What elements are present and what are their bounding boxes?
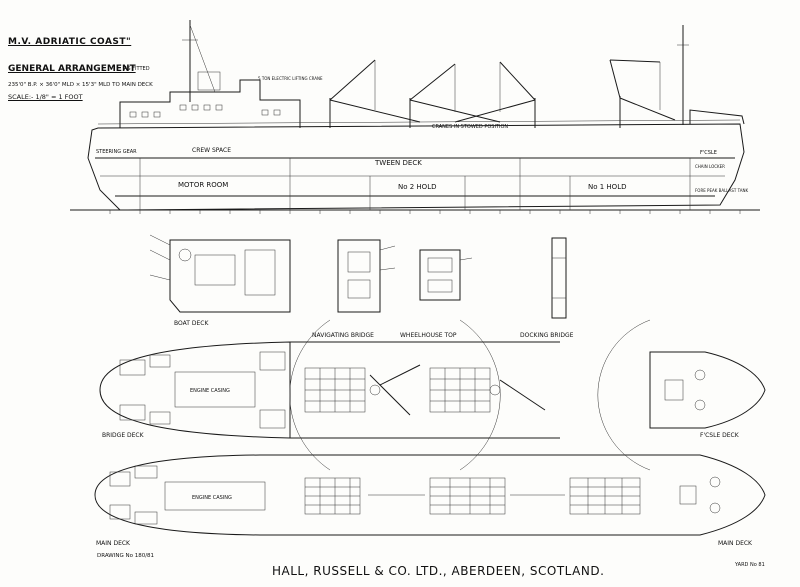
drawing-number: DRAWING No 180/81 [97, 553, 154, 559]
title-navigating-bridge: NAVIGATING BRIDGE [312, 332, 374, 339]
navigating-bridge-plan: NAVIGATING BRIDGE [312, 239, 396, 339]
title-foscle-deck: F'CSLE DECK [700, 432, 740, 439]
label-tween-deck: TWEEN DECK [374, 159, 422, 167]
title-boat-deck: BOAT DECK [174, 320, 209, 327]
builder-name: HALL, RUSSELL & CO. LTD., ABERDEEN, SCOT… [272, 564, 604, 578]
label-no1-hold: No 1 HOLD [588, 183, 627, 191]
docking-bridge-plan: DOCKING BRIDGE [520, 237, 574, 339]
bridge-deck-plan: ENGINE CASING BRIDGE DECK [99, 319, 560, 471]
wheelhouse-top-plan: WHEELHOUSE TOP [400, 249, 473, 339]
title-wheelhouse-top: WHEELHOUSE TOP [400, 332, 457, 339]
ship-profile: STEERING GEAR CREW SPACE TWEEN DECK MOTO… [70, 20, 760, 214]
title-main-deck-right: MAIN DECK [718, 540, 753, 547]
yard-number: YARD No 81 [734, 562, 765, 568]
drawing-title: GENERAL ARRANGEMENT [8, 64, 136, 74]
label-fore-peak: FORE PEAK BALLAST TANK [695, 188, 748, 193]
foscle-deck-plan: F'CSLE DECK [597, 319, 766, 471]
label-foscle: F'CSLE [700, 150, 717, 156]
label-motor-room: MOTOR ROOM [178, 181, 228, 189]
label-crane-note: 5 TON ELECTRIC LIFTING CRANE [258, 76, 323, 81]
label-steering-gear: STEERING GEAR [96, 149, 137, 155]
label-engine-casing-main: ENGINE CASING [192, 495, 232, 501]
label-no2-hold: No 2 HOLD [398, 183, 437, 191]
label-chain-locker: CHAIN LOCKER [695, 164, 725, 169]
title-bridge-deck: BRIDGE DECK [102, 432, 145, 439]
boat-deck-plan: BOAT DECK [149, 234, 291, 327]
dimensions-note: 235'0" B.P. × 36'0" MLD × 15'3" MLD TO M… [8, 82, 153, 88]
main-deck-plan: ENGINE CASING MAIN DECK MAIN DECK [94, 454, 766, 547]
as-fitted-note: AS FITTED [124, 66, 150, 72]
scale-note: SCALE:- 1/8" = 1 FOOT [8, 93, 83, 101]
label-crew-space: CREW SPACE [192, 147, 231, 154]
label-engine-casing-bridge: ENGINE CASING [190, 388, 230, 394]
title-docking-bridge: DOCKING BRIDGE [520, 332, 574, 339]
title-main-deck-left: MAIN DECK [96, 540, 131, 547]
label-cranes-stowed: CRANES IN STOWED POSITION [432, 124, 508, 130]
ship-name: M.V. ADRIATIC COAST" [8, 37, 132, 47]
